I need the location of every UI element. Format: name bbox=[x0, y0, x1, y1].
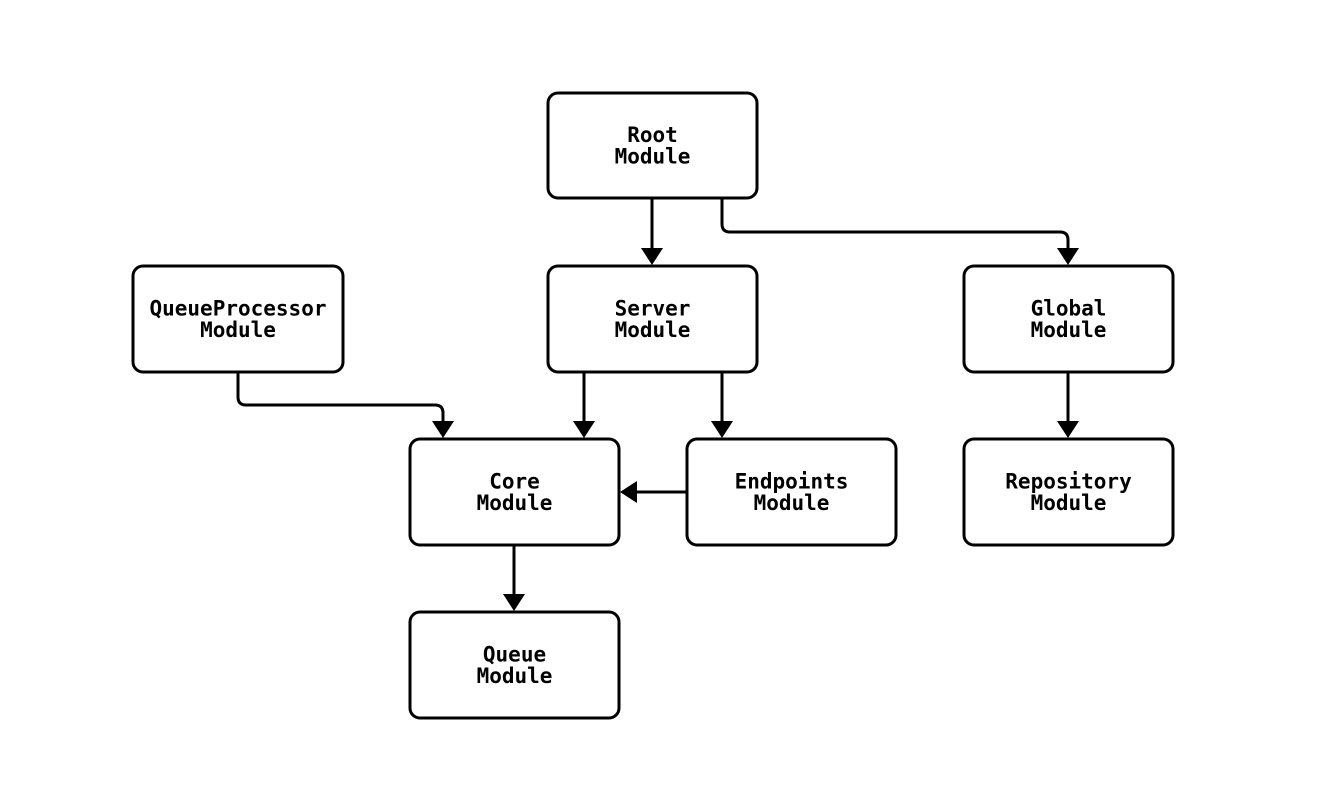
node-box-queueprocessor bbox=[131, 264, 345, 374]
node-label-queueprocessor-line1: QueueProcessor bbox=[149, 296, 326, 320]
node-label-endpoints-line1: Endpoints bbox=[735, 469, 849, 493]
node-box-global bbox=[962, 264, 1175, 374]
node-label-endpoints-line2: Module bbox=[754, 491, 830, 515]
edge-root-to-global bbox=[720, 198, 1079, 265]
node-label-repository-line1: Repository bbox=[1005, 469, 1132, 493]
node-label-server-line2: Module bbox=[615, 318, 691, 342]
edge-global-to-repository bbox=[1057, 372, 1079, 438]
arrowhead-icon bbox=[432, 421, 454, 438]
edge-core-to-queue bbox=[503, 545, 525, 611]
node-box-queue bbox=[408, 610, 621, 720]
node-label-server-line1: Server bbox=[615, 296, 691, 320]
node-label-core-line1: Core bbox=[489, 469, 540, 493]
arrowhead-icon bbox=[641, 248, 663, 265]
edge-queueprocessor-to-core bbox=[236, 372, 454, 438]
edge-server-to-core bbox=[573, 372, 595, 438]
arrowhead-icon bbox=[620, 481, 637, 503]
node-label-queue-line2: Module bbox=[477, 664, 553, 688]
node-label-core-line2: Module bbox=[477, 491, 553, 515]
node-label-queueprocessor-line2: Module bbox=[200, 318, 276, 342]
edge-path-queueprocessor-to-core bbox=[236, 372, 445, 425]
arrowhead-icon bbox=[573, 421, 595, 438]
node-label-queue-line1: Queue bbox=[483, 642, 546, 666]
node-label-global-line2: Module bbox=[1031, 318, 1107, 342]
node-box-root bbox=[546, 91, 759, 200]
arrowhead-icon bbox=[1057, 421, 1079, 438]
arrowhead-icon bbox=[1057, 248, 1079, 265]
edge-path-root-to-global bbox=[720, 198, 1070, 252]
node-box-server bbox=[546, 264, 759, 374]
node-box-core bbox=[408, 437, 621, 547]
arrowhead-icon bbox=[503, 594, 525, 611]
arrowhead-icon bbox=[711, 421, 733, 438]
node-label-global-line1: Global bbox=[1031, 296, 1107, 320]
edge-root-to-server bbox=[641, 198, 663, 265]
node-label-repository-line2: Module bbox=[1031, 491, 1107, 515]
edge-server-to-endpoints bbox=[711, 372, 733, 438]
edge-endpoints-to-core bbox=[620, 481, 687, 503]
node-box-endpoints bbox=[685, 437, 898, 547]
node-box-repository bbox=[962, 437, 1175, 547]
node-label-root-line2: Module bbox=[615, 144, 691, 168]
node-label-root-line1: Root bbox=[627, 123, 678, 147]
